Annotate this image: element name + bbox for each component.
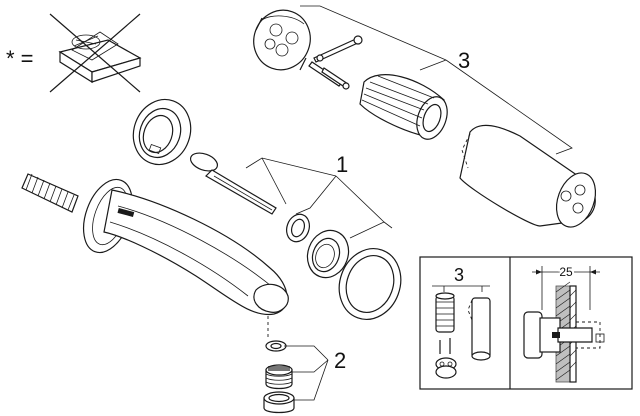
asterisk-note-label: * = — [6, 46, 34, 71]
dimension-label: 25 — [559, 265, 573, 279]
callout-2-label: 2 — [334, 348, 346, 373]
crossed-logo-part — [49, 13, 142, 93]
aerator-washer — [265, 340, 287, 352]
logo-glyph — [71, 34, 101, 50]
diverter-pin — [189, 152, 277, 215]
callout-3-bracket — [300, 5, 573, 155]
aerator-insert — [265, 364, 293, 390]
valve-cartridge — [253, 9, 311, 71]
callout-1-bracket — [245, 157, 393, 239]
extension-sleeve — [359, 74, 448, 140]
callout-3-label: 3 — [458, 48, 470, 73]
aerator-housing — [263, 391, 295, 414]
callout-1-label: 1 — [336, 152, 348, 177]
spout-body — [21, 173, 289, 340]
inset-panel: 3 — [419, 256, 633, 390]
inset-screws — [439, 338, 451, 354]
concealed-body — [459, 124, 597, 228]
seal-ring — [306, 229, 350, 279]
mounting-screws — [308, 35, 363, 90]
small-o-ring — [286, 213, 310, 243]
wall-rosette-ring — [132, 98, 192, 166]
installed-body — [523, 311, 605, 359]
inset-cartridge — [435, 357, 457, 379]
cover-rosette — [338, 248, 402, 320]
inset-body — [467, 297, 491, 361]
callout-2-bracket — [284, 345, 329, 401]
inset-callout-3-label: 3 — [454, 265, 464, 285]
inset-sleeve — [435, 292, 455, 333]
dimension-line — [532, 266, 600, 310]
